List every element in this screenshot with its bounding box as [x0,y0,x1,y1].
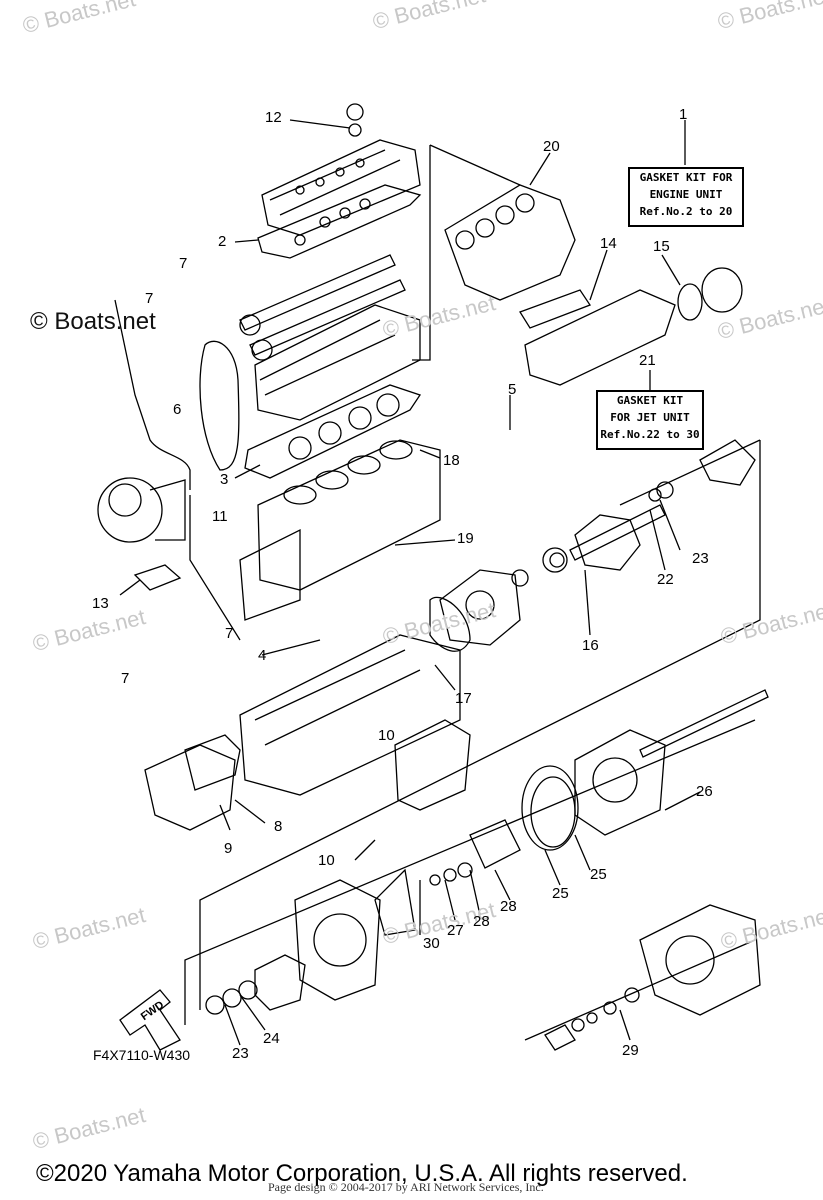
callout-24: 24 [263,1030,280,1047]
watermark-prominent: © Boats.net [30,308,156,335]
valve-cover-gasket [257,184,422,259]
cylinder-block [239,439,441,621]
fwd-arrow [119,989,181,1051]
nozzle-seals [544,987,640,1051]
engine-box-line-2: ENGINE UNIT [649,188,723,201]
callout-20: 20 [543,138,560,155]
valve-cover [261,103,421,236]
callout-27: 27 [447,922,464,939]
callout-6: 6 [173,401,182,418]
callout-17: 17 [455,690,472,707]
callout-10: 10 [318,852,335,869]
callout-12: 12 [265,109,282,126]
callout-22: 22 [657,571,674,588]
callout-7: 7 [225,625,234,642]
callout-28: 28 [473,913,490,930]
impeller [374,862,473,936]
head-gasket [244,384,422,479]
callout-11: 11 [212,508,228,525]
copyright-notice: ©2020 Yamaha Motor Corporation, U.S.A. A… [36,1160,688,1187]
callout-13: 13 [92,595,109,612]
callout-4: 4 [258,647,267,664]
bearing-housing [205,954,306,1015]
callout-16: 16 [582,637,599,654]
callout-23: 23 [232,1045,249,1062]
exhaust-pipe [524,267,743,386]
callout-21: 21 [639,352,656,369]
callout-18: 18 [443,452,460,469]
callout-2: 2 [218,233,227,250]
jet-box-line-1: GASKET KIT [616,394,684,407]
callout-26: 26 [696,783,713,800]
callout-30: 30 [423,935,440,952]
callout-9: 9 [224,840,233,857]
callout-10: 10 [378,727,395,744]
callout-28: 28 [500,898,517,915]
callout-15: 15 [653,238,670,255]
impeller-duct [469,765,579,869]
callout-8: 8 [274,818,283,835]
jet-shaft-housing [511,439,756,587]
callout-7: 7 [179,255,188,272]
oil-pipe [114,299,191,490]
callout-3: 3 [220,471,229,488]
callout-29: 29 [622,1042,639,1059]
timing-chain [199,340,240,471]
callout-19: 19 [457,530,474,547]
exhaust-manifold [444,184,576,301]
nozzle [639,904,761,1016]
callout-7: 7 [145,290,154,307]
water-jacket-cover [394,719,471,811]
gasket-17 [429,596,471,652]
crankcase [239,634,461,796]
callout-25: 25 [552,885,569,902]
crankcase-cover [144,734,241,831]
jet-box-line-2: FOR JET UNIT [610,411,690,424]
callout-14: 14 [600,235,617,252]
drive-shaft [639,689,769,758]
jet-box-line-3: Ref.No.22 to 30 [600,428,700,441]
turbocharger [97,477,186,543]
leader-lines [119,119,761,1046]
diagram-code: F4X7110-W430 [93,1047,191,1063]
jet-pump-housing [574,729,666,836]
callout-1: 1 [679,106,688,123]
callout-5: 5 [508,381,517,398]
callout-7: 7 [121,670,130,687]
callout-25: 25 [590,866,607,883]
cylinder-head [254,304,421,421]
page-design-credit: Page design © 2004-2017 by ARI Network S… [268,1180,544,1194]
engine-box-line-3: Ref.No.2 to 20 [639,205,733,218]
camshafts [239,254,406,361]
engine-gasket-kit-box: GASKET KIT FOR ENGINE UNIT Ref.No.2 to 2… [628,167,744,227]
jet-gasket-kit-box: GASKET KIT FOR JET UNIT Ref.No.22 to 30 [596,390,704,450]
turbo-gasket [133,564,182,591]
intermediate-housing [439,569,521,646]
exhaust-gasket [519,289,591,329]
callout-23: 23 [692,550,709,567]
pump-cover [294,879,381,1001]
engine-box-line-1: GASKET KIT FOR [639,171,733,184]
